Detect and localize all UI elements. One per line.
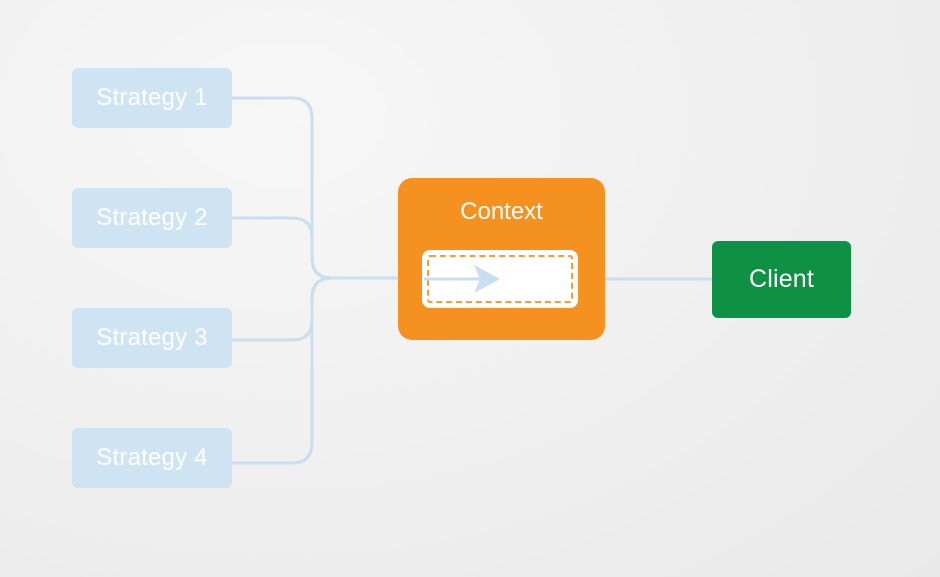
strategy-4-box: Strategy 4	[72, 428, 232, 488]
strategy-slot	[422, 250, 578, 308]
strategy-3-label: Strategy 3	[96, 324, 208, 351]
connector-strategy-1	[230, 96, 422, 280]
strategy-1-box: Strategy 1	[72, 68, 232, 128]
client-label: Client	[748, 265, 815, 293]
connector-strategy-2	[230, 216, 334, 280]
context-box: Context	[398, 178, 605, 340]
context-title: Context	[460, 198, 543, 225]
connector-strategy-4	[230, 276, 334, 465]
strategy-2-label: Strategy 2	[96, 204, 208, 231]
strategy-2-box: Strategy 2	[72, 188, 232, 248]
strategy-1-label: Strategy 1	[96, 84, 208, 111]
client-box: Client	[712, 241, 851, 318]
connector-strategy-3	[230, 276, 334, 342]
strategy-4-label: Strategy 4	[96, 444, 208, 471]
strategy-3-box: Strategy 3	[72, 308, 232, 368]
